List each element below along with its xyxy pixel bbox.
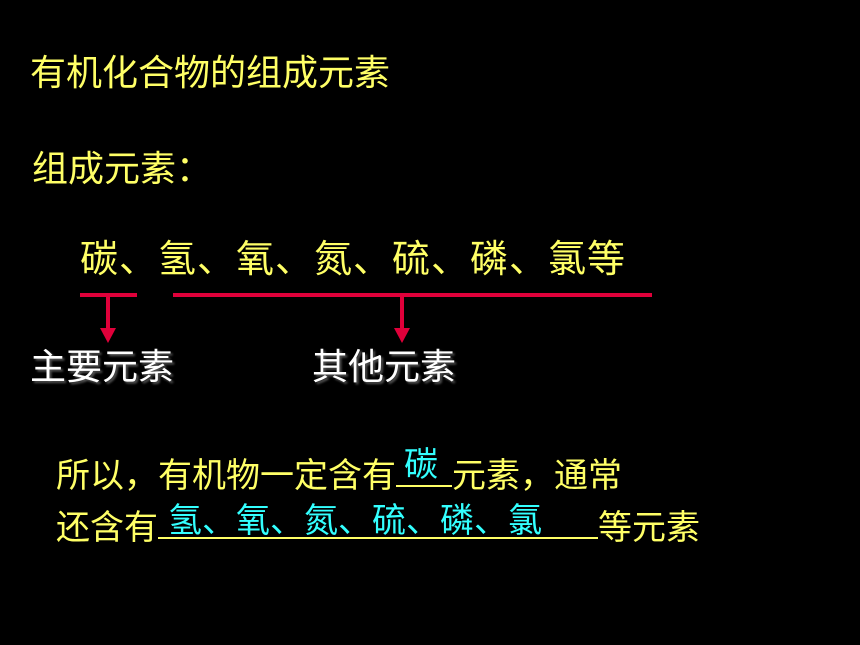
slide-title: 有机化合物的组成元素 xyxy=(30,53,391,94)
main-elements-label: 主要元素 xyxy=(30,347,175,388)
answer-blank-2: 氢、氧、氮、硫、磷、氯 xyxy=(158,501,598,541)
elements-list: 碳、氢、氧、氮、硫、磷、氯等 xyxy=(80,237,627,281)
other-elements-label: 其他元素 xyxy=(312,347,457,388)
conclusion-text-2: 元素，通常 xyxy=(452,456,622,496)
conclusion-text-1: 所以，有机物一定含有 xyxy=(56,456,396,496)
answer-blank-1: 碳 xyxy=(396,445,452,487)
answer-other-elements: 氢、氧、氮、硫、磷、氯 xyxy=(168,501,542,541)
conclusion-text-3: 还含有 xyxy=(56,508,158,548)
conclusion-line-2: 还含有氢、氧、氮、硫、磷、氯 等元素 xyxy=(56,500,700,549)
answer-carbon: 碳 xyxy=(404,445,438,485)
conclusion-line-1: 所以，有机物一定含有碳元素，通常 xyxy=(56,445,622,497)
other-arrow-head xyxy=(394,328,410,343)
subtitle: 组成元素： xyxy=(32,149,213,190)
main-arrow-head xyxy=(100,328,116,343)
conclusion-text-4: 等元素 xyxy=(598,508,700,548)
